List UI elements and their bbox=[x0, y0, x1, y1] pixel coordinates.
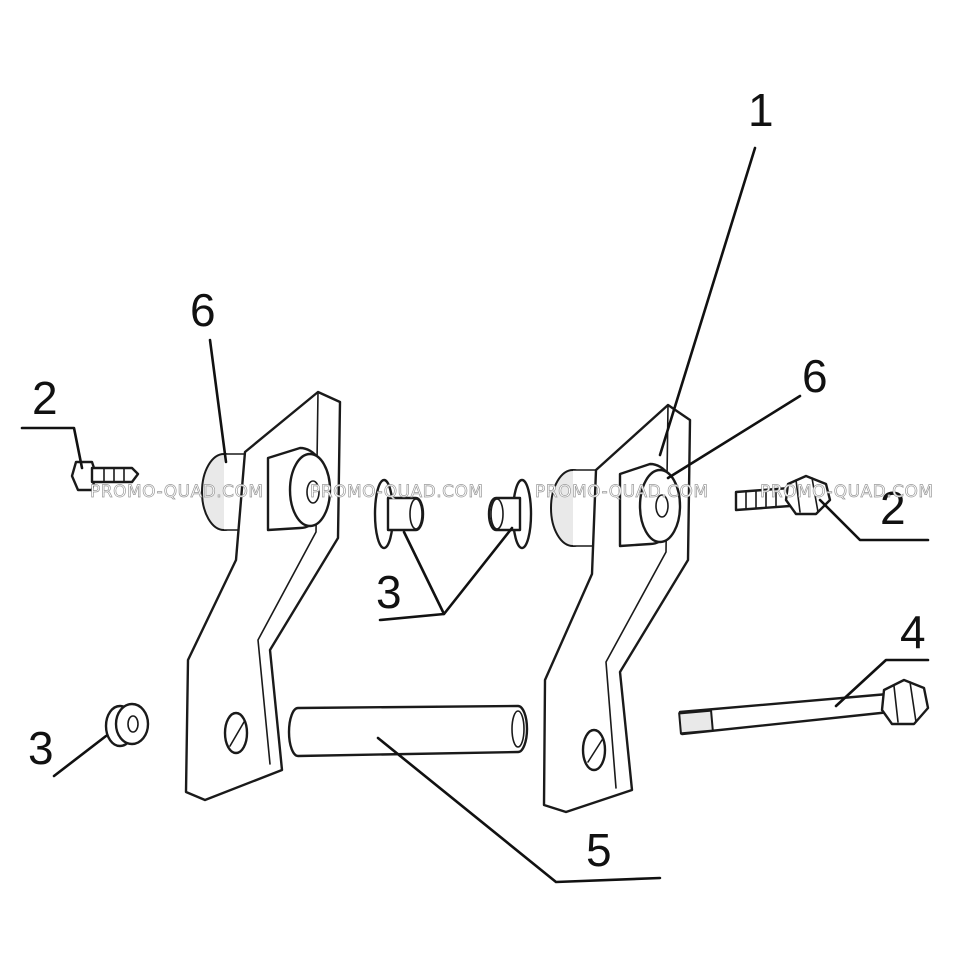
leader-1 bbox=[658, 146, 757, 457]
callout-1: 1 bbox=[748, 84, 774, 136]
shaft-pin bbox=[287, 704, 529, 758]
callout-2-left: 2 bbox=[32, 372, 58, 424]
leader-6-left bbox=[208, 338, 228, 464]
leader-2-right bbox=[818, 498, 930, 542]
callout-3-center: 3 bbox=[376, 566, 402, 618]
callout-labels: 1 6 6 2 2 3 3 4 5 bbox=[28, 84, 926, 876]
left-bracket bbox=[184, 390, 342, 802]
long-bolt bbox=[678, 678, 930, 736]
watermark-text-3: PROMO-QUAD.COM bbox=[535, 482, 709, 502]
watermark-text-4: PROMO-QUAD.COM bbox=[760, 482, 934, 502]
leader-lines bbox=[20, 146, 930, 884]
callout-4: 4 bbox=[900, 606, 926, 658]
callout-6-right: 6 bbox=[802, 350, 828, 402]
leader-6-right bbox=[666, 394, 802, 480]
left-screw bbox=[70, 460, 140, 492]
watermark-text-2: PROMO-QUAD.COM bbox=[310, 482, 484, 502]
center-collar-left bbox=[373, 478, 425, 550]
leader-5 bbox=[376, 736, 662, 884]
callout-5: 5 bbox=[586, 824, 612, 876]
right-bracket bbox=[542, 403, 692, 814]
leader-3-center bbox=[378, 526, 514, 622]
watermark-text-1: PROMO-QUAD.COM bbox=[90, 482, 264, 502]
leader-2-left bbox=[20, 426, 84, 470]
watermark: PROMO-QUAD.COM PROMO-QUAD.COM PROMO-QUAD… bbox=[90, 482, 934, 503]
callout-2-right: 2 bbox=[880, 482, 906, 534]
callout-6-left: 6 bbox=[190, 284, 216, 336]
leader-4 bbox=[834, 658, 930, 708]
right-screw bbox=[734, 474, 832, 516]
center-collar-right bbox=[487, 478, 533, 550]
callout-3-left: 3 bbox=[28, 722, 54, 774]
leader-3-left bbox=[52, 734, 108, 778]
washer-nut bbox=[104, 702, 150, 748]
